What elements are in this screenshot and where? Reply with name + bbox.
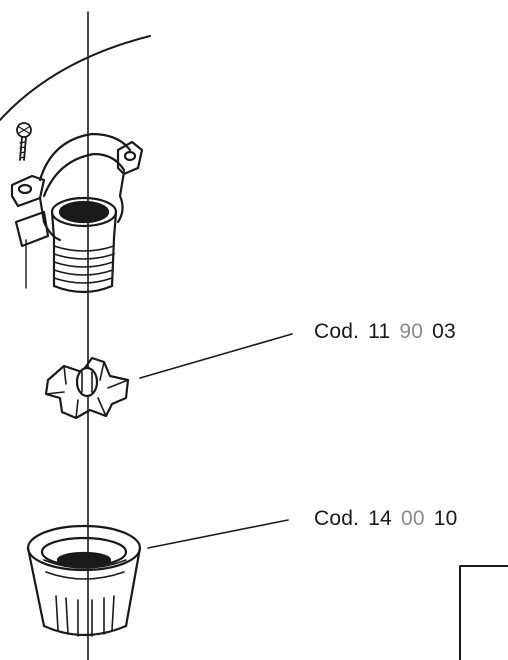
screw-part [16, 122, 32, 161]
part-code-label-cap: Cod. 14 00 10 [314, 507, 457, 531]
part-code-label-impeller: Cod. 11 90 03 [314, 320, 456, 344]
code-group: 11 [368, 320, 391, 343]
cap-part [26, 524, 142, 637]
code-sub: 90 [399, 320, 424, 343]
code-sub: 00 [400, 507, 425, 530]
code-item: 10 [433, 507, 458, 530]
impeller-part [44, 356, 130, 420]
leader-line-impeller [139, 333, 293, 379]
saddle-clamp-part [10, 132, 144, 294]
code-prefix: Cod. [314, 507, 360, 530]
code-prefix: Cod. [314, 320, 360, 343]
corner-box-outline [459, 565, 508, 660]
code-group: 14 [368, 507, 392, 530]
pipe-outline-arc [0, 35, 151, 121]
leader-line-cap [147, 519, 289, 549]
code-item: 03 [432, 320, 456, 343]
